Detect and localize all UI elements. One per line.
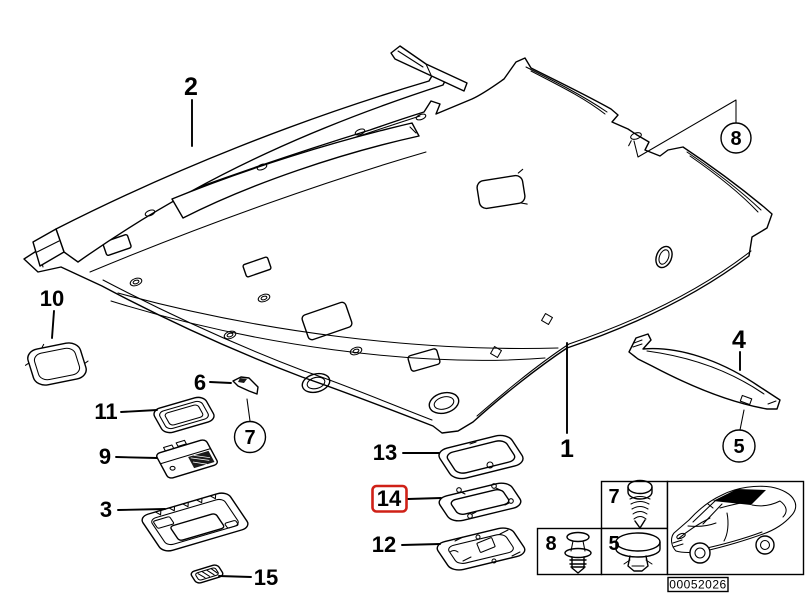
callout-circle-8[interactable]: 8 xyxy=(633,99,752,158)
square-hole xyxy=(490,346,502,358)
part-12-cover xyxy=(434,526,529,572)
screw-icon xyxy=(627,479,653,529)
cutout-rect xyxy=(102,233,132,257)
callout-6[interactable]: 6 xyxy=(194,370,206,395)
part-11-frame xyxy=(151,395,216,434)
leader-line xyxy=(51,310,55,339)
clip-hole xyxy=(415,113,427,121)
visor-mount-hole xyxy=(428,391,460,415)
leader-line xyxy=(407,497,442,500)
callout-3[interactable]: 3 xyxy=(100,497,112,522)
visor-mount-hole xyxy=(301,372,331,394)
callout-8[interactable]: 8 xyxy=(730,128,741,150)
part-9-module xyxy=(153,435,219,479)
clip-hole xyxy=(223,330,237,340)
leader-line xyxy=(115,456,158,459)
part-6-bracket xyxy=(232,376,259,395)
callout-1[interactable]: 1 xyxy=(560,435,574,463)
fastener-legend: 7 8 5 xyxy=(536,479,805,593)
oval-hole xyxy=(655,245,673,269)
legend-label-8: 8 xyxy=(545,533,556,555)
part-3-console xyxy=(139,491,251,553)
callout-7[interactable]: 7 xyxy=(244,427,255,449)
callouts: 2 1 4 10 11 9 3 15 6 13 12 xyxy=(40,73,756,590)
diagram-code-box: 00052026 xyxy=(667,576,729,593)
frame-slot xyxy=(171,122,420,219)
part-14-frame xyxy=(436,481,525,523)
roof-cutout xyxy=(476,168,528,210)
leader-line xyxy=(209,381,232,384)
expanding-clip-icon xyxy=(615,532,661,572)
cutout-rect xyxy=(407,348,441,372)
highlight-box xyxy=(371,484,408,513)
roof-highlight xyxy=(713,489,766,505)
clip-hole xyxy=(349,346,363,356)
clip-detail xyxy=(739,394,753,406)
headlight xyxy=(676,532,686,540)
part-10-gasket xyxy=(20,337,92,388)
roof-frame-panel xyxy=(32,45,468,267)
callout-9[interactable]: 9 xyxy=(99,444,111,469)
panel-end-cap xyxy=(32,228,65,267)
callout-11[interactable]: 11 xyxy=(94,399,117,424)
callout-14[interactable]: 14 xyxy=(377,486,402,511)
expansion-rivet-icon xyxy=(564,531,592,574)
cutout-rect xyxy=(242,256,272,278)
headliner-main-panel xyxy=(23,57,773,434)
callout-15[interactable]: 15 xyxy=(254,565,278,590)
leader-line xyxy=(117,508,166,511)
legend-cell-5 xyxy=(600,527,669,576)
leader-line xyxy=(246,398,251,422)
spring-clips xyxy=(456,483,514,519)
callout-13[interactable]: 13 xyxy=(373,440,397,465)
leader-line xyxy=(218,575,252,578)
leader-line xyxy=(633,99,737,158)
roof-clip xyxy=(628,132,642,147)
clip-hole xyxy=(256,163,268,171)
callout-circle-7[interactable]: 7 xyxy=(233,420,267,454)
selected-callout-14[interactable]: 14 xyxy=(371,484,442,513)
clip-hole xyxy=(257,293,271,303)
legend-label-7: 7 xyxy=(608,486,619,508)
clip-hole xyxy=(129,277,143,287)
callout-4[interactable]: 4 xyxy=(732,326,746,354)
frame-rail xyxy=(390,45,468,92)
callout-circle-5[interactable]: 5 xyxy=(722,409,756,463)
part-15-connector xyxy=(190,564,225,584)
cutout-rect xyxy=(301,301,353,341)
callout-12[interactable]: 12 xyxy=(372,532,396,557)
callout-10[interactable]: 10 xyxy=(40,286,64,311)
leader-line xyxy=(120,409,158,413)
callout-2[interactable]: 2 xyxy=(184,73,198,101)
callout-5[interactable]: 5 xyxy=(733,436,744,458)
square-hole xyxy=(541,313,553,325)
clip-hole xyxy=(354,128,366,136)
leader-line xyxy=(401,543,441,546)
legend-label-5: 5 xyxy=(608,533,619,555)
part-13-frame xyxy=(435,433,527,481)
leader-line xyxy=(739,409,745,431)
diagram-code: 00052026 xyxy=(669,578,726,592)
clip-hole xyxy=(144,209,156,217)
part-4-trim-strip xyxy=(628,333,781,410)
car-roof-location-icon xyxy=(666,480,805,576)
